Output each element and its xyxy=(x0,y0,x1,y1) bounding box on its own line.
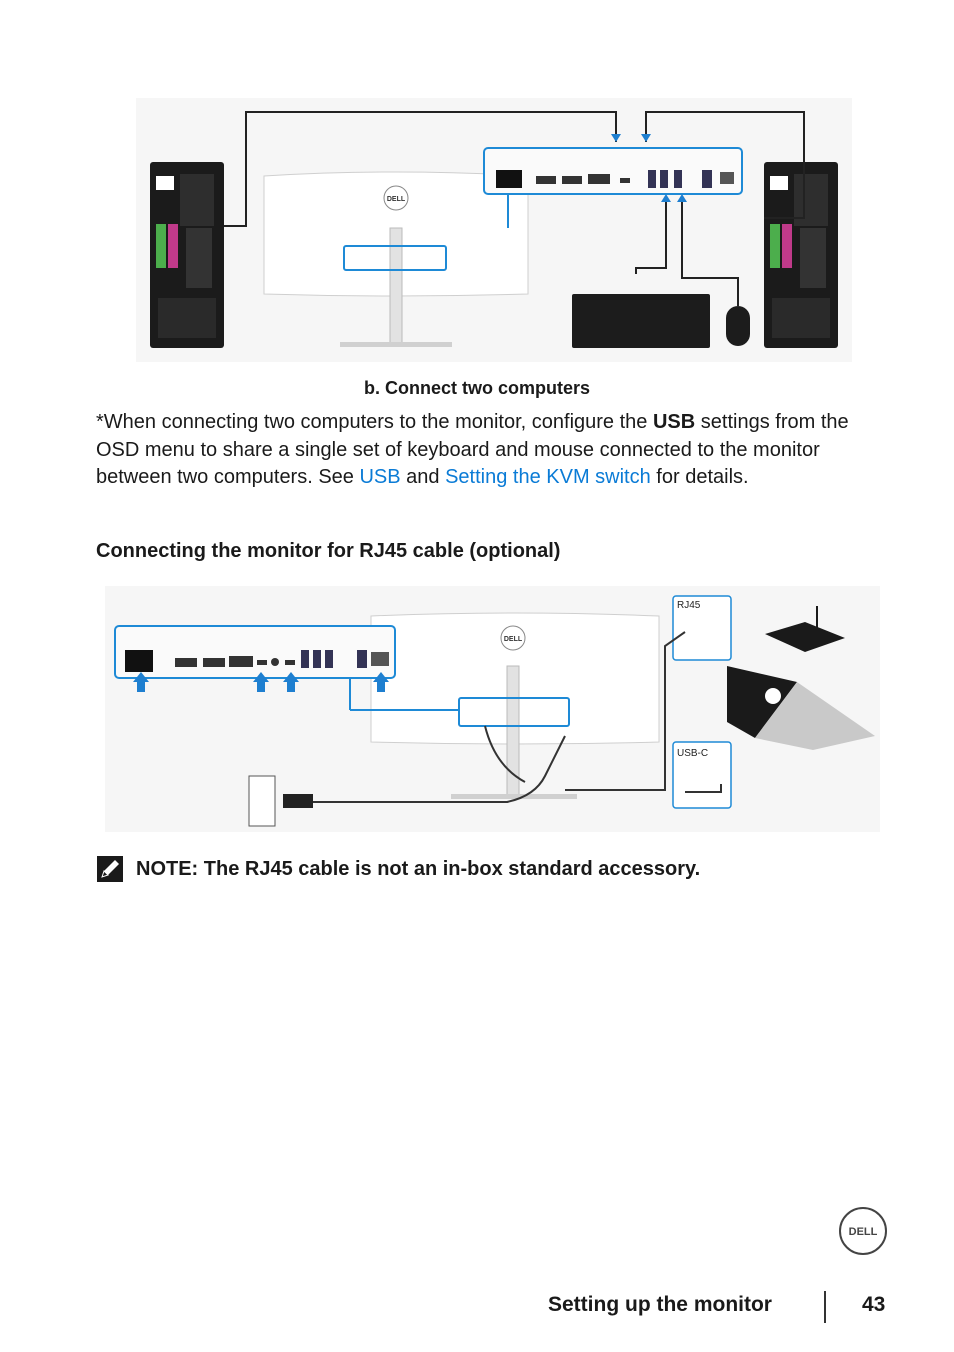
cables xyxy=(283,631,722,803)
dell-logo: DELL xyxy=(839,1207,887,1255)
io-panel-zoom xyxy=(114,625,459,711)
figure-caption: b. Connect two computers xyxy=(363,378,590,398)
para-text-2: settings from the OSD menu to share a si… xyxy=(96,411,849,488)
section-heading: Connecting the monitor for RJ45 cable (o… xyxy=(96,540,561,562)
kvm-paragraph: *When connecting two computers to the mo… xyxy=(96,409,896,492)
svg-text:DELL: DELL xyxy=(504,636,523,643)
para-text-1: *When connecting two computers to the mo… xyxy=(96,411,653,433)
rj45-callout xyxy=(672,595,732,661)
monitor-back: DELL xyxy=(370,612,660,799)
right-pc-tower xyxy=(764,162,838,348)
keyboard xyxy=(572,294,710,348)
para-bold-usb: USB xyxy=(652,411,696,433)
note-box: NOTE: The RJ45 cable is not an in-box st… xyxy=(96,855,700,883)
note-text: NOTE: The RJ45 cable is not an in-box st… xyxy=(136,857,701,880)
io-panel-zoom xyxy=(483,147,743,228)
wall-outlet xyxy=(248,775,276,827)
left-pc-tower xyxy=(150,162,224,348)
laptop xyxy=(727,666,875,750)
cables xyxy=(224,111,805,306)
usb-link[interactable]: USB xyxy=(359,466,401,488)
usbc-label: USB-C xyxy=(677,748,708,759)
footer-section-title: Setting up the monitor xyxy=(548,1293,772,1316)
svg-text:DELL: DELL xyxy=(387,196,406,203)
two-computers-diagram: DELL xyxy=(136,98,852,362)
para-text-3: and xyxy=(400,466,446,488)
svg-text:DELL: DELL xyxy=(849,1226,878,1238)
pencil-note-icon xyxy=(97,856,123,882)
figure-rj45: DELL xyxy=(105,586,880,832)
para-text-4: for details. xyxy=(650,466,749,488)
figure-two-computers: DELL xyxy=(136,98,852,362)
arrows xyxy=(133,672,389,692)
monitor-back: DELL xyxy=(263,171,529,347)
arrows xyxy=(611,134,687,202)
router xyxy=(765,606,845,652)
kvm-switch-link[interactable]: Setting the KVM switch xyxy=(445,466,651,488)
power-plug xyxy=(283,794,313,808)
mouse xyxy=(726,306,750,346)
page-number: 43 xyxy=(862,1293,886,1316)
footer-separator xyxy=(824,1291,826,1323)
rj45-label: RJ45 xyxy=(677,600,701,611)
rj45-diagram: DELL xyxy=(105,586,880,832)
